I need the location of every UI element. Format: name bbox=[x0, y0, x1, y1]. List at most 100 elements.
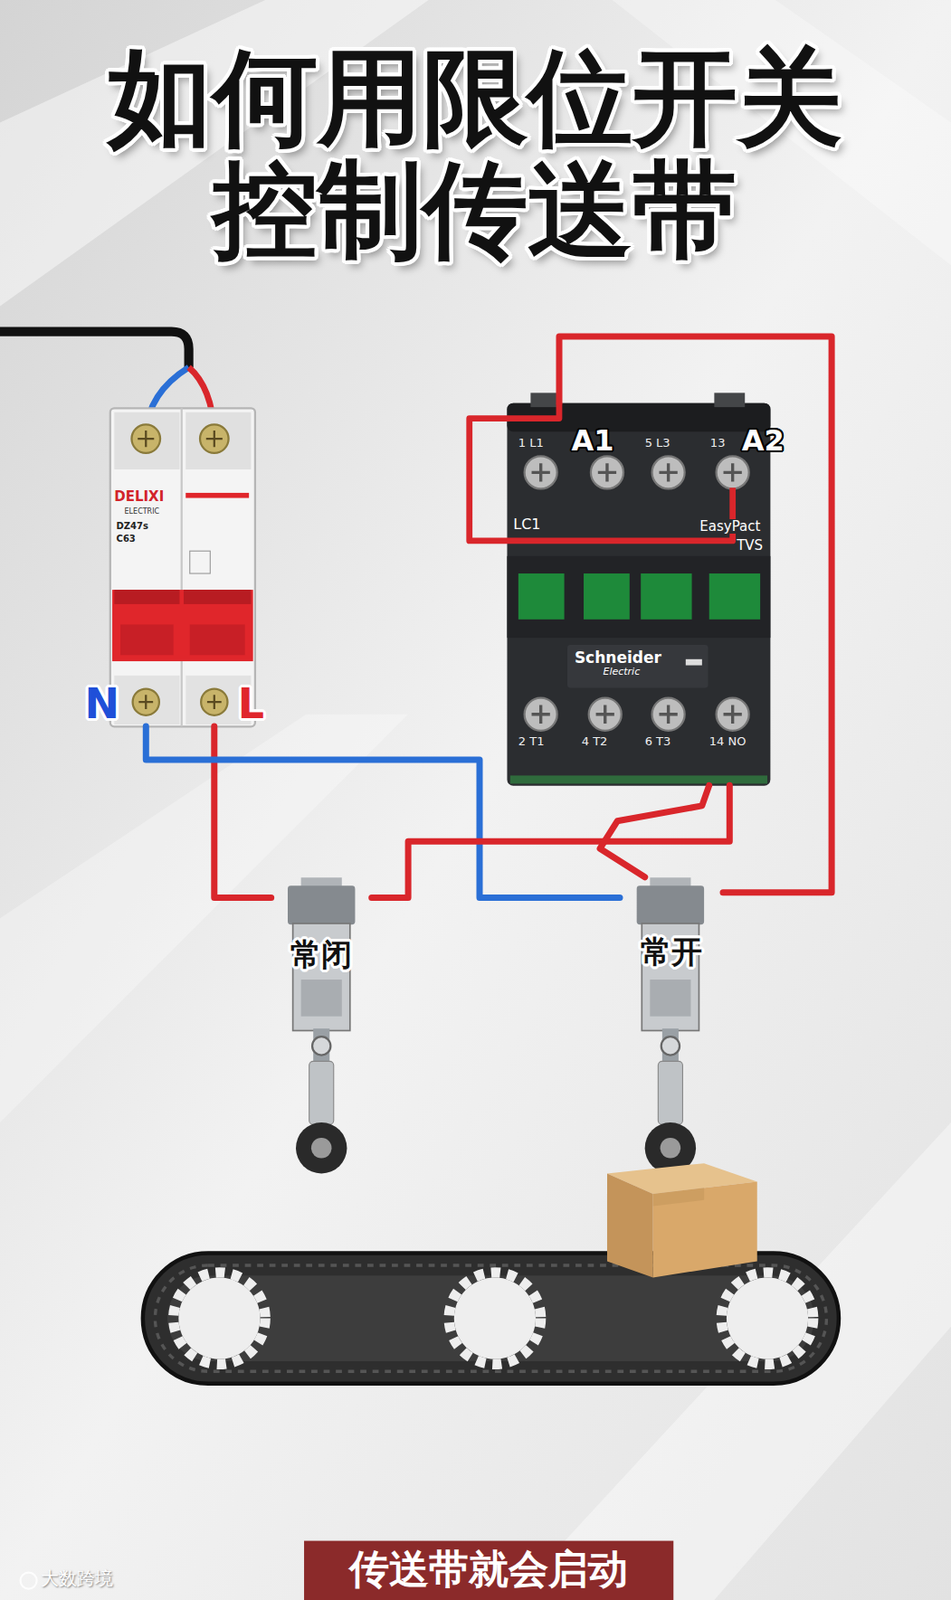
contactor bbox=[716, 456, 750, 489]
wire bbox=[599, 785, 710, 878]
circuit-breaker bbox=[190, 624, 246, 656]
contactor bbox=[524, 698, 558, 732]
limit-switch bbox=[311, 1138, 333, 1160]
limit-switch bbox=[637, 877, 704, 1174]
contactor bbox=[589, 698, 622, 732]
contactor bbox=[506, 556, 771, 638]
conveyor-belt bbox=[454, 1277, 536, 1360]
model-text: DZ47s bbox=[116, 521, 149, 532]
node-text: Electric bbox=[602, 666, 640, 678]
conveyor-belt bbox=[154, 1265, 827, 1372]
limit-switch bbox=[295, 1122, 347, 1174]
circuit-breaker bbox=[190, 551, 211, 574]
model-text: C63 bbox=[116, 533, 136, 544]
circuit-breaker: DELIXI bbox=[110, 408, 256, 727]
cardboard-box bbox=[607, 1163, 758, 1278]
circuit-breaker bbox=[185, 412, 251, 470]
power-cable bbox=[0, 332, 190, 368]
coil-terminal: A2 bbox=[741, 425, 785, 457]
limit-switch bbox=[309, 1061, 334, 1125]
circuit-breaker bbox=[180, 408, 183, 727]
circuit-breaker bbox=[114, 589, 180, 605]
wire bbox=[145, 726, 620, 899]
node-text: Schneider bbox=[574, 649, 662, 667]
circuit-breaker bbox=[138, 694, 153, 710]
limit-switch bbox=[637, 885, 704, 925]
cardboard-box bbox=[653, 1181, 758, 1278]
conveyor-belt bbox=[726, 1277, 809, 1360]
contactor bbox=[506, 403, 771, 787]
contactor bbox=[713, 392, 745, 408]
circuit-breaker bbox=[207, 694, 222, 710]
contactor bbox=[596, 705, 615, 724]
node-text: DELIXI bbox=[114, 489, 164, 505]
watermark-logo bbox=[20, 1573, 38, 1590]
pin-name: 1 L1 bbox=[518, 437, 544, 450]
contactor bbox=[590, 456, 624, 489]
conveyor-belt bbox=[178, 1277, 260, 1360]
limit-switch: 常开 bbox=[619, 877, 723, 1176]
limit-switch bbox=[287, 885, 355, 925]
conveyor-belt bbox=[173, 1273, 266, 1366]
watermark-logo bbox=[20, 1573, 38, 1590]
contactor bbox=[652, 698, 685, 732]
limit-switch bbox=[661, 1036, 680, 1056]
title: 如何用限位开关 控制传送带 bbox=[54, 41, 896, 267]
contactor bbox=[567, 645, 709, 688]
conveyor-belt bbox=[448, 1273, 541, 1366]
circuit-breaker bbox=[114, 412, 180, 470]
pin-name: 4 T2 bbox=[581, 735, 609, 749]
limit-switch bbox=[312, 1036, 331, 1056]
terminal-name: L bbox=[237, 681, 265, 728]
contactor bbox=[652, 456, 685, 489]
cardboard-box bbox=[653, 1188, 704, 1207]
contactor: SchneiderElectric bbox=[506, 402, 771, 786]
circuit-breaker bbox=[112, 589, 254, 662]
circuit-breaker bbox=[131, 424, 161, 454]
circuit-breaker bbox=[137, 430, 154, 447]
contactor bbox=[506, 392, 771, 786]
contactor bbox=[716, 698, 750, 732]
circuit-breaker bbox=[133, 689, 160, 716]
conveyor-belt bbox=[142, 1253, 839, 1384]
pin-name: 2 T1 bbox=[518, 735, 545, 749]
caption: 传送带就会启动 bbox=[304, 1548, 674, 1592]
contactor bbox=[640, 573, 692, 620]
circuit-breaker bbox=[183, 589, 251, 605]
circuit-breaker bbox=[110, 408, 256, 727]
jumper-wire bbox=[469, 403, 733, 542]
wire bbox=[559, 336, 832, 894]
circuit-breaker bbox=[114, 675, 180, 725]
model-text: EasyPact bbox=[697, 519, 762, 535]
node-text: 常开 bbox=[619, 935, 723, 970]
conveyor-belt bbox=[142, 1253, 839, 1384]
coil-terminal: A1 bbox=[571, 425, 615, 457]
model-text: LC1 bbox=[513, 516, 541, 533]
model-text: TVS bbox=[736, 538, 763, 554]
circuit-breaker bbox=[120, 624, 174, 656]
pin-name: 14 NO bbox=[709, 735, 747, 749]
limit-switch bbox=[649, 979, 691, 1018]
limit-switch: 常闭 bbox=[271, 877, 372, 1176]
contactor bbox=[532, 463, 551, 482]
background bbox=[0, 714, 409, 1123]
brand-text: ELECTRIC bbox=[124, 508, 161, 517]
conveyor-belt bbox=[721, 1273, 813, 1366]
pin-name: 5 L3 bbox=[645, 437, 671, 450]
contactor bbox=[723, 705, 742, 724]
contactor bbox=[685, 659, 703, 666]
limit-switch bbox=[287, 877, 355, 1174]
limit-switch bbox=[660, 1138, 682, 1160]
circuit-breaker bbox=[185, 493, 249, 499]
pin-name: 6 T3 bbox=[645, 735, 672, 749]
jumper-wire bbox=[469, 403, 733, 542]
terminal-name: N bbox=[85, 681, 121, 728]
caption-band bbox=[304, 1541, 674, 1600]
circuit-breaker bbox=[110, 408, 256, 727]
wire bbox=[371, 785, 731, 898]
caption-band bbox=[304, 1541, 674, 1600]
contactor bbox=[658, 463, 677, 482]
